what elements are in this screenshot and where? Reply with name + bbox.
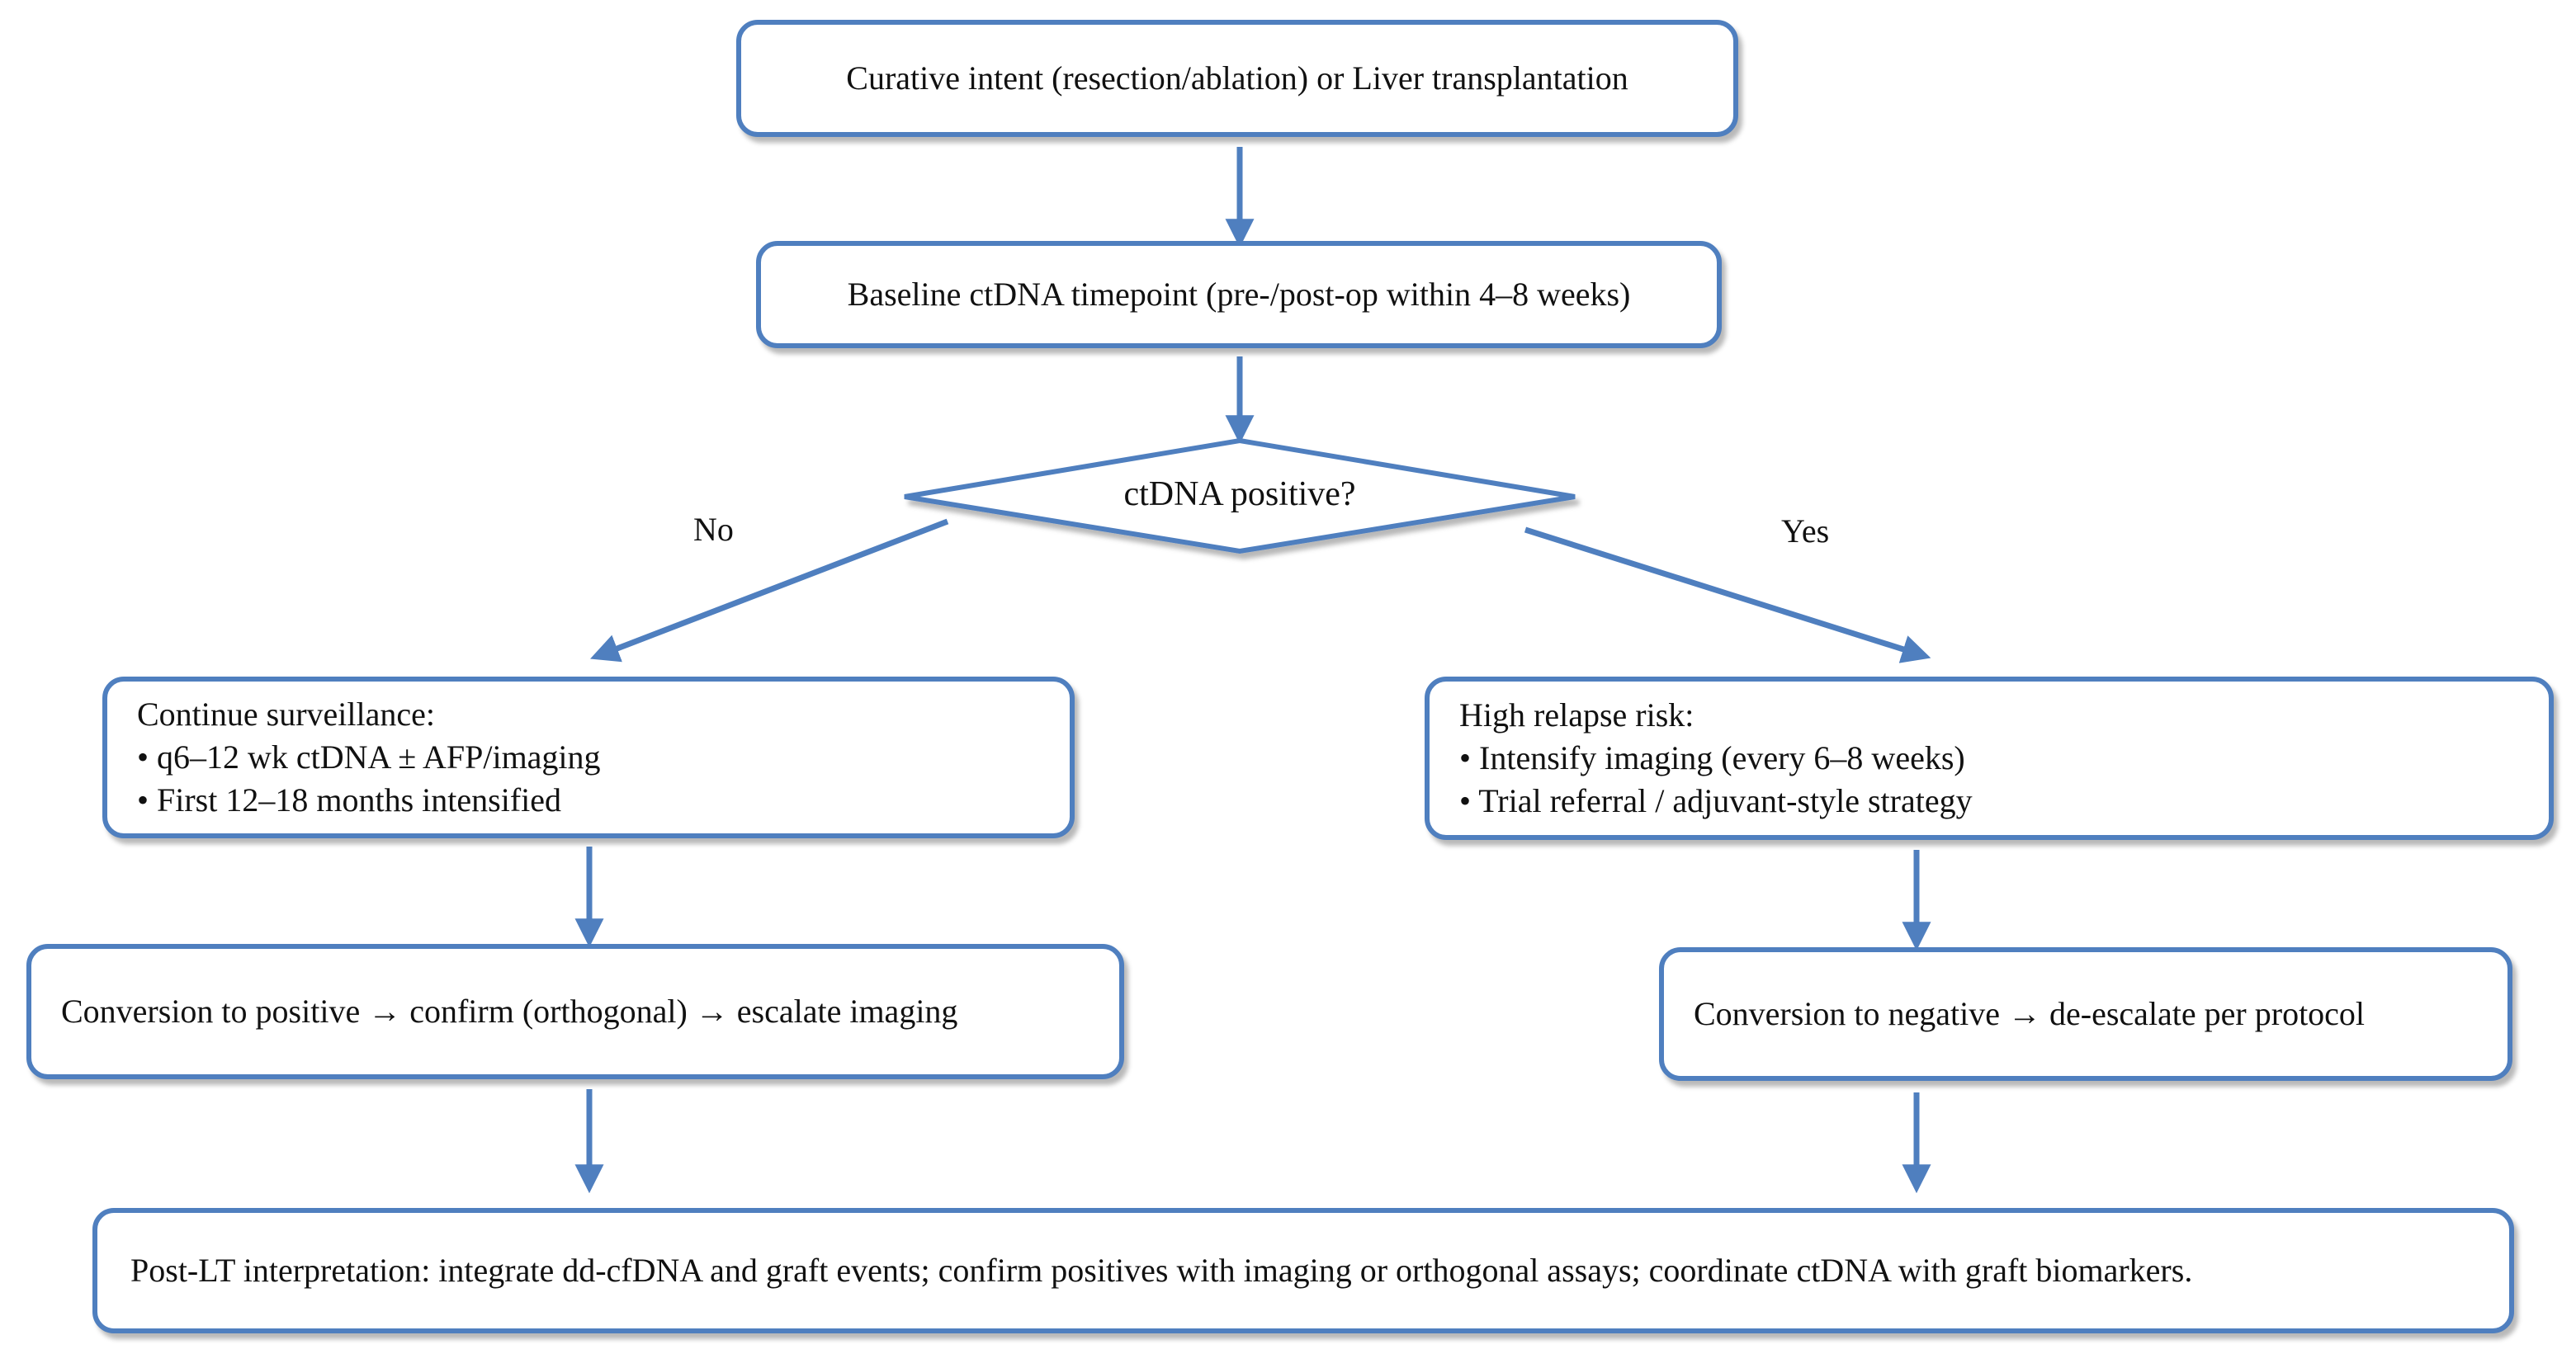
node-baseline-text: Baseline ctDNA timepoint (pre-/post-op w… <box>847 276 1631 313</box>
decision-label: ctDNA positive? <box>1123 475 1356 513</box>
node-high-risk: High relapse risk: • Intensify imaging (… <box>1425 677 2554 840</box>
node-high-risk-bullet-2: • Trial referral / adjuvant-style strate… <box>1459 782 1973 819</box>
decision-diamond <box>904 437 1576 554</box>
branch-label-yes: Yes <box>1781 512 1830 550</box>
node-conv-positive-text: Conversion to positive → confirm (orthog… <box>61 993 958 1030</box>
node-conv-negative-text: Conversion to negative → de-escalate per… <box>1694 995 2366 1032</box>
node-surveillance-bullet-2: • First 12–18 months intensified <box>137 781 562 819</box>
node-high-risk-bullet-1: • Intensify imaging (every 6–8 weeks) <box>1459 739 1965 776</box>
arrow-decision-no <box>590 518 949 663</box>
node-start: Curative intent (resection/ablation) or … <box>736 20 1738 137</box>
node-post-lt-text: Post-LT interpretation: integrate dd-cfD… <box>130 1252 2193 1289</box>
arrow-decision-yes <box>1524 526 1931 663</box>
branch-label-no: No <box>693 511 734 548</box>
node-conv-positive: Conversion to positive → confirm (orthog… <box>26 944 1124 1079</box>
node-surveillance: Continue surveillance: • q6–12 wk ctDNA … <box>102 677 1075 838</box>
node-post-lt: Post-LT interpretation: integrate dd-cfD… <box>92 1208 2514 1333</box>
node-conv-negative: Conversion to negative → de-escalate per… <box>1659 947 2512 1081</box>
node-high-risk-title: High relapse risk: <box>1459 696 1694 734</box>
node-baseline: Baseline ctDNA timepoint (pre-/post-op w… <box>756 241 1722 348</box>
node-surveillance-title: Continue surveillance: <box>137 696 436 733</box>
node-surveillance-bullet-1: • q6–12 wk ctDNA ± AFP/imaging <box>137 738 601 776</box>
node-start-text: Curative intent (resection/ablation) or … <box>846 59 1628 97</box>
